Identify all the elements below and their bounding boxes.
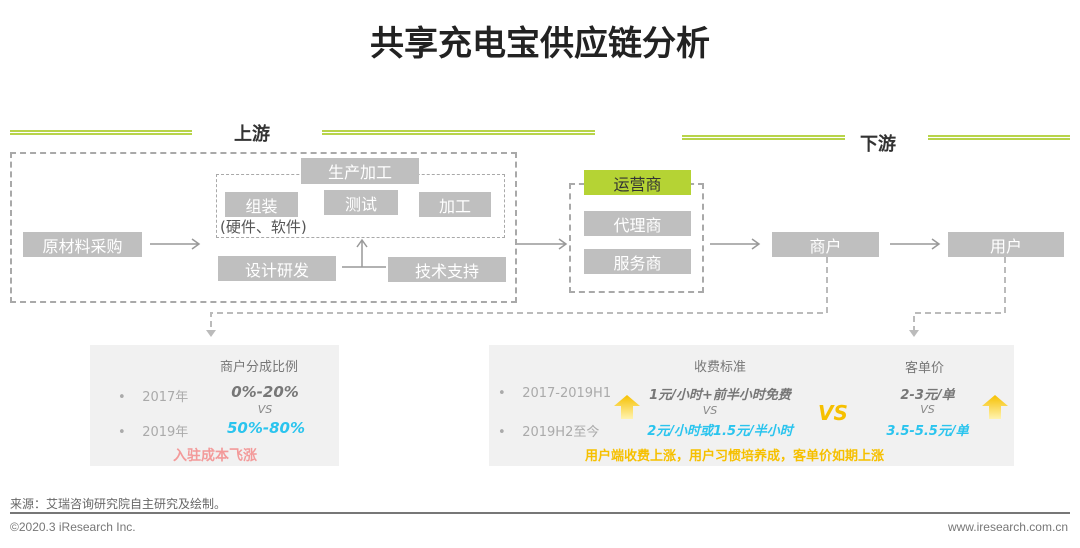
year-2017: • 2017年	[118, 390, 189, 405]
assemble-node: 组装	[225, 192, 298, 217]
copyright: ©2020.3 iResearch Inc.	[10, 520, 136, 534]
upstream-label: 上游	[234, 124, 270, 145]
arrow-icon	[150, 238, 201, 250]
divider-line	[10, 130, 192, 135]
merchant-panel	[90, 345, 339, 466]
assemble-note: (硬件、软件)	[220, 218, 307, 236]
arrow-up-icon	[982, 395, 1008, 421]
website-link[interactable]: www.iresearch.com.cn	[947, 520, 1068, 534]
fee-1: 1元/小时+前半小时免费	[649, 388, 791, 403]
merchant-conclusion: 入驻成本飞涨	[173, 448, 257, 464]
merchant-node: 商户	[772, 232, 879, 257]
arrow-up-icon	[342, 238, 386, 268]
upstream-box	[10, 152, 517, 303]
price-1: 2-3元/单	[900, 388, 955, 403]
vs-label: VS	[257, 403, 273, 416]
vs-label: VS	[702, 404, 718, 417]
divider-line	[682, 135, 845, 140]
user-node: 用户	[948, 232, 1064, 257]
page-title: 共享充电宝供应链分析	[370, 24, 710, 64]
arrow-up-icon	[614, 395, 640, 421]
downstream-label: 下游	[860, 134, 896, 155]
midstream-box	[569, 183, 704, 293]
price-header: 客单价	[905, 361, 945, 376]
arrow-down-icon	[206, 330, 919, 337]
fee-header: 收费标准	[694, 360, 747, 375]
ratio-2019: 50%-80%	[226, 419, 306, 437]
merchant-panel-header: 商户分成比例	[220, 360, 299, 375]
vs-big-label: VS	[818, 401, 848, 425]
service-node: 服务商	[584, 249, 691, 274]
footer-divider	[10, 512, 1070, 514]
raw-material-node: 原材料采购	[23, 232, 142, 257]
agent-node: 代理商	[584, 211, 691, 236]
ratio-2017: 0%-20%	[231, 383, 299, 401]
design-node: 设计研发	[218, 256, 336, 281]
period-2: • 2019H2至今	[498, 425, 600, 440]
source-note: 来源：艾瑞咨询研究院自主研究及绘制。	[10, 497, 227, 511]
user-conclusion: 用户端收费上涨，用户习惯培养成，客单价如期上涨	[585, 449, 885, 464]
tech-support-node: 技术支持	[388, 257, 506, 282]
operator-node: 运营商	[584, 170, 691, 195]
arrow-icon	[517, 238, 568, 250]
test-node: 测试	[324, 190, 398, 215]
fee-2: 2元/小时或1.5元/半小时	[647, 424, 793, 439]
vs-label: VS	[920, 403, 935, 416]
divider-line	[322, 130, 595, 135]
year-2019: • 2019年	[118, 425, 189, 440]
arrow-icon	[710, 238, 761, 250]
arrow-icon	[890, 238, 941, 250]
production-node: 生产加工	[301, 158, 419, 184]
user-panel	[489, 345, 1014, 466]
divider-line	[928, 135, 1070, 140]
process-node: 加工	[419, 192, 491, 217]
period-1: • 2017-2019H1	[498, 386, 612, 401]
price-2: 3.5-5.5元/单	[886, 424, 969, 439]
